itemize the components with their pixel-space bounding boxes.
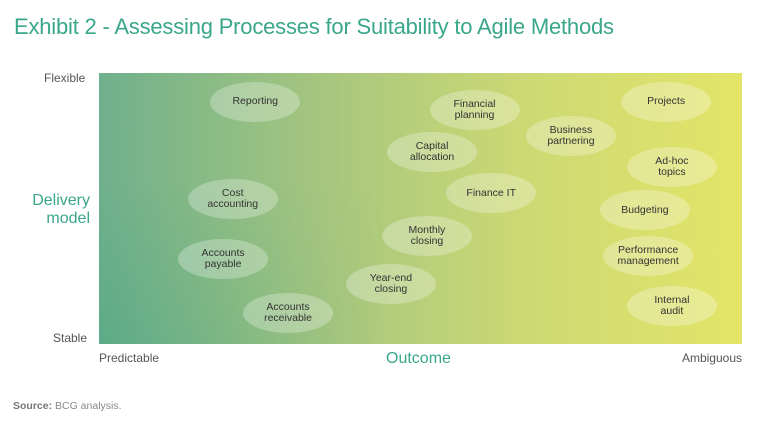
x-tick-ambiguous: Ambiguous [681, 351, 742, 365]
source-label: Source: [13, 400, 53, 412]
x-axis-title: Outcome [386, 350, 451, 367]
x-tick-predictable: Predictable [99, 351, 160, 365]
bubble-point: Ad-hoc topics [626, 147, 717, 188]
bubble-point: Accounts payable [178, 238, 269, 279]
bubble-point: Year-end closing [345, 264, 436, 305]
bubble-point: Business partnering [525, 115, 616, 156]
source-note: Source: BCG analysis. [13, 400, 122, 412]
bubble-point: Finance IT [446, 173, 537, 214]
source-text: BCG analysis. [52, 400, 122, 412]
bubble-point: Reporting [210, 81, 301, 122]
bubble-point: Accounts receivable [243, 293, 334, 334]
bubble-point: Budgeting [599, 190, 690, 231]
y-tick-stable: Stable [53, 331, 88, 345]
bubble-point: Projects [621, 81, 712, 122]
bubble-point: Cost accounting [187, 179, 278, 219]
y-axis-title: Delivery model [32, 192, 90, 227]
bubble-point: Internal audit [626, 286, 717, 327]
bubble-point: Financial planning [429, 90, 520, 131]
chart-title: Exhibit 2 - Assessing Processes for Suit… [14, 14, 614, 39]
bubble-point: Monthly closing [381, 215, 472, 256]
bubble-point: Capital allocation [387, 132, 478, 173]
bubble-point: Performance management [603, 235, 694, 276]
y-tick-flexible: Flexible [44, 71, 86, 85]
